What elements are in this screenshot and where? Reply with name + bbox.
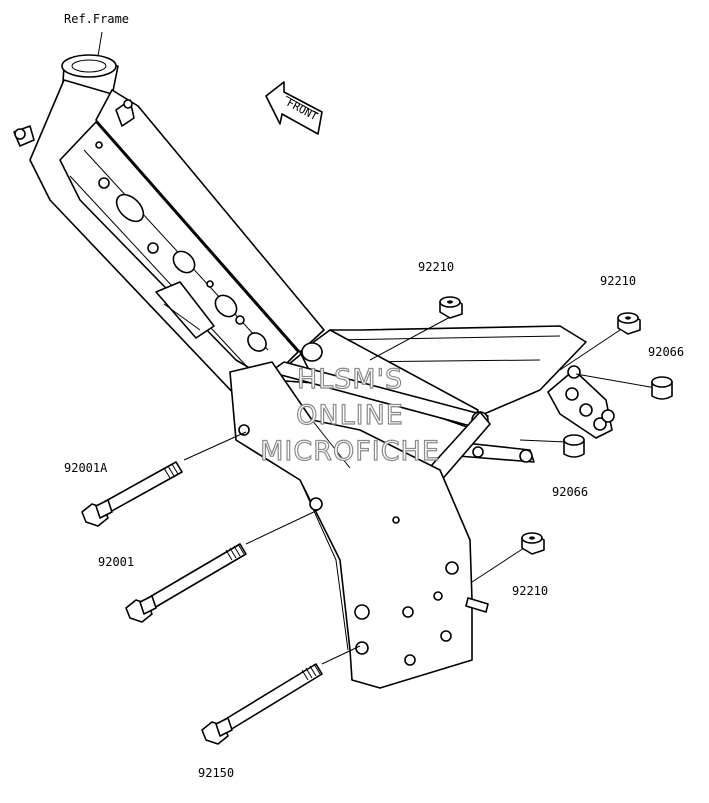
nut-92210-top-left [439, 296, 463, 319]
label-92150: 92150 [198, 766, 234, 780]
label-92210-bottom: 92210 [512, 584, 548, 598]
leader-lines [97, 31, 657, 665]
watermark-line-3: MICROFICHE [260, 436, 440, 467]
engine-mount-frame-drawing [13, 54, 615, 689]
bolt-92150 [201, 663, 323, 745]
label-ref-frame: Ref.Frame [64, 12, 129, 26]
label-92001: 92001 [98, 555, 134, 569]
bolt-92001a [81, 461, 183, 527]
label-92210-top-right: 92210 [600, 274, 636, 288]
front-direction-arrow: FRONT [265, 81, 323, 135]
cap-92066-middle [563, 434, 585, 458]
nut-92210-bottom [521, 532, 545, 555]
watermark: HLSM'S ONLINE MICROFICHE [259, 363, 440, 467]
label-92066-right: 92066 [648, 345, 684, 359]
bolt-92001 [125, 543, 247, 623]
label-92066-middle: 92066 [552, 485, 588, 499]
watermark-line-2: ONLINE [296, 400, 404, 431]
label-92210-top-left: 92210 [418, 260, 454, 274]
cap-92066-right [651, 376, 673, 400]
label-92001a: 92001A [64, 461, 108, 475]
nut-92210-top-right [617, 312, 641, 335]
watermark-line-1: HLSM'S [297, 364, 403, 395]
